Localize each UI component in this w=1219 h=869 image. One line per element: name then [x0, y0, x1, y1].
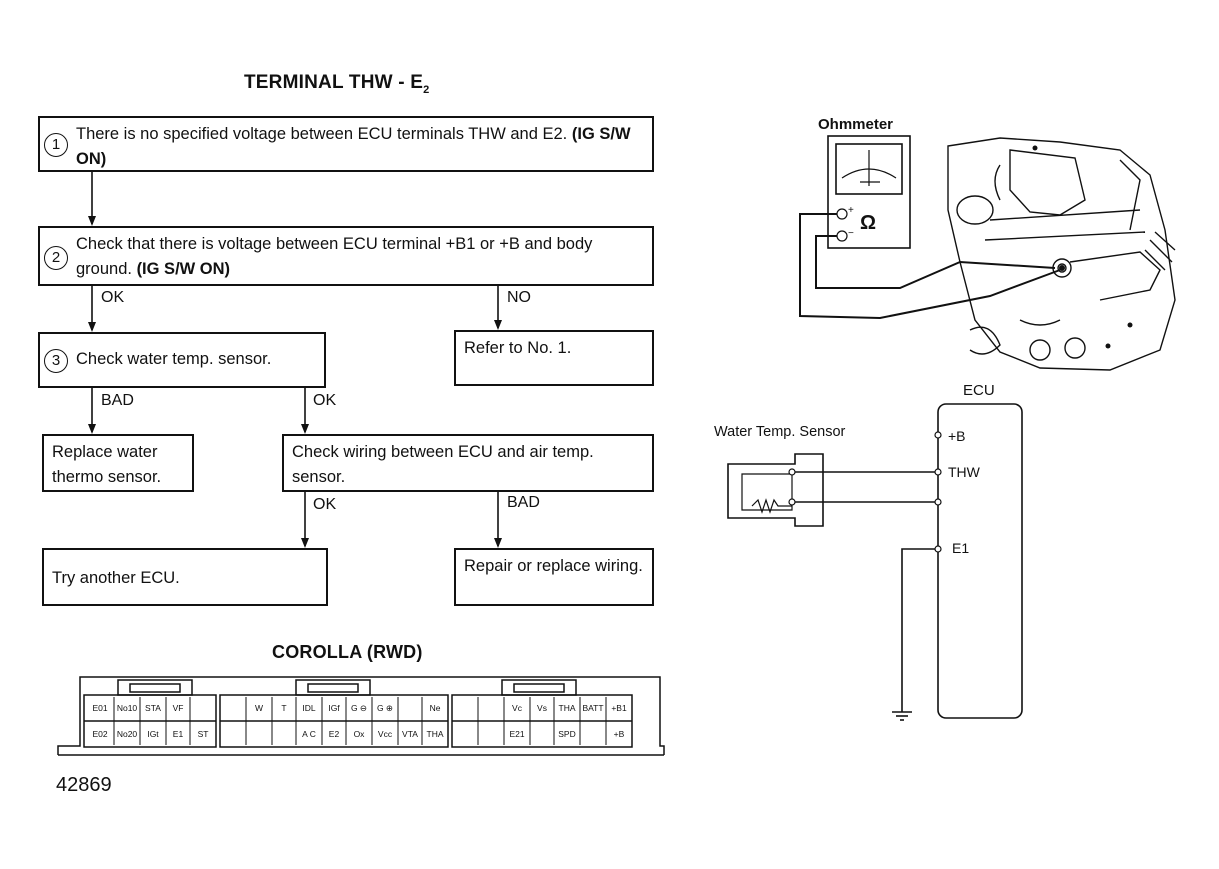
step-2-box: 2 Check that there is voltage between EC…: [38, 226, 654, 286]
step-2-text: Check that there is voltage between ECU …: [76, 235, 593, 278]
diagram-title: TERMINAL THW - E2: [244, 72, 430, 96]
pin-label: No20: [116, 729, 138, 739]
pin-label: W: [254, 703, 264, 713]
pin-label: THA: [426, 729, 444, 739]
ohmmeter-minus-terminal: −: [848, 228, 854, 239]
pin-label: VF: [172, 703, 184, 713]
step-1-condition: (IG S/W ON): [76, 125, 631, 168]
branch-ok-2: OK: [313, 392, 337, 409]
connector-title: COROLLA (RWD): [272, 642, 423, 662]
pin-label: Vs: [537, 703, 547, 713]
pin-label: A C: [302, 729, 316, 739]
pin-label: E21: [509, 729, 525, 739]
pin-label: SPD: [558, 729, 576, 739]
step-3-box: 3 Check water temp. sensor.: [38, 332, 326, 388]
refer-box: Refer to No. 1.: [454, 330, 654, 386]
pin-label: E2: [328, 729, 340, 739]
pin-label: VTA: [402, 729, 418, 739]
pin-label: Vcc: [377, 729, 393, 739]
wiring-check-box: Check wiring between ECU and air temp. s…: [282, 434, 654, 492]
try-another-ecu-box: Try another ECU.: [42, 548, 328, 606]
pin-label: IGt: [147, 729, 159, 739]
step-3-text: Check water temp. sensor.: [76, 350, 272, 368]
step-1-number: 1: [44, 133, 68, 157]
pin-label: No10: [116, 703, 138, 713]
replace-sensor-box: Replace water thermo sensor.: [42, 434, 194, 492]
pin-label: STA: [145, 703, 161, 713]
step-1-text: There is no specified voltage between EC…: [76, 125, 568, 143]
figure-number: 42869: [56, 774, 112, 796]
ohmmeter-label: Ohmmeter: [818, 116, 894, 133]
branch-no-1: NO: [507, 289, 531, 306]
branch-ok-3: OK: [313, 496, 337, 513]
wiring-check-text: Check wiring between ECU and air temp. s…: [292, 443, 594, 486]
terminal-label-thw: THW: [948, 464, 980, 480]
ohmmeter-plus-terminal: +: [848, 205, 854, 216]
pin-label: G ⊖: [350, 703, 368, 713]
pin-label: Ox: [353, 729, 365, 739]
replace-sensor-text: Replace water thermo sensor.: [52, 443, 162, 486]
pin-label: E1: [172, 729, 184, 739]
pin-label: Ne: [429, 703, 441, 713]
terminal-label-plus-b: +B: [948, 428, 966, 444]
pin-label: IDL: [302, 703, 316, 713]
step-2-number: 2: [44, 246, 68, 270]
step-1-box: 1 There is no specified voltage between …: [38, 116, 654, 172]
refer-text: Refer to No. 1.: [464, 339, 572, 357]
pin-label: G ⊕: [376, 703, 394, 713]
pin-label: T: [281, 703, 287, 713]
pin-label: THA: [558, 703, 576, 713]
branch-ok-1: OK: [101, 289, 125, 306]
repair-wiring-text: Repair or replace wiring.: [464, 557, 643, 575]
pin-label: BATT: [582, 703, 604, 713]
repair-wiring-box: Repair or replace wiring.: [454, 548, 654, 606]
pin-label: E01: [92, 703, 108, 713]
branch-bad-1: BAD: [101, 392, 134, 409]
pin-label: ST: [197, 729, 209, 739]
step-2-condition: (IG S/W ON): [136, 260, 231, 278]
try-another-ecu-text: Try another ECU.: [52, 569, 180, 587]
step-3-number: 3: [44, 349, 68, 373]
pin-label: +B1: [611, 703, 627, 713]
water-temp-sensor-label: Water Temp. Sensor: [714, 424, 846, 440]
ohm-symbol: Ω: [860, 212, 877, 234]
terminal-label-e1: E1: [952, 540, 970, 556]
branch-bad-2: BAD: [507, 494, 540, 511]
pin-label: +B: [613, 729, 625, 739]
pin-label: E02: [92, 729, 108, 739]
pin-label: Vc: [512, 703, 522, 713]
pin-label: IGf: [328, 703, 340, 713]
ecu-label: ECU: [963, 382, 995, 399]
